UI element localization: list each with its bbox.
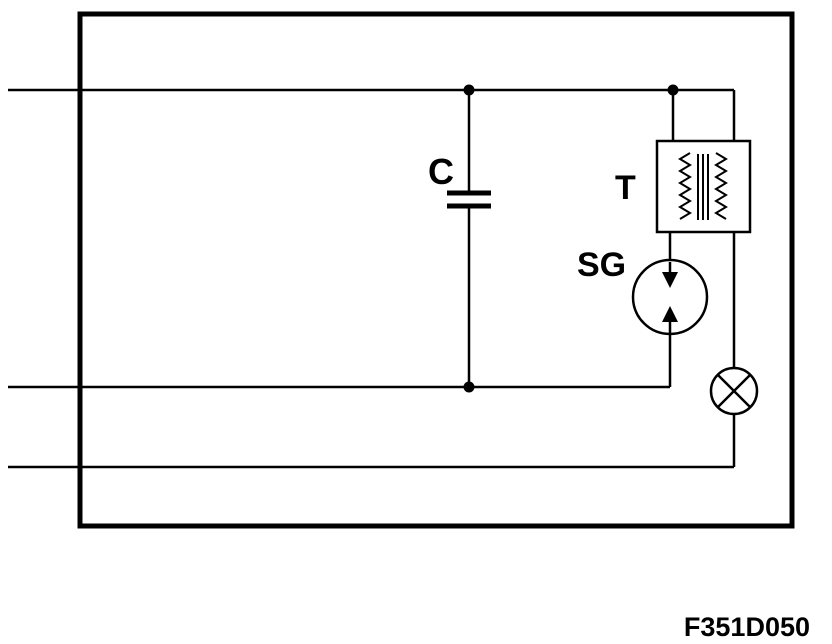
transformer: [655, 90, 752, 234]
lamp: [709, 366, 759, 416]
transformer-primary-winding: [678, 152, 692, 220]
spark-gap: [631, 232, 709, 387]
figure-code: F351D050: [684, 612, 810, 642]
capacitor: [447, 90, 491, 387]
capacitor-label: C: [428, 151, 454, 192]
spark-gap-arrow-up: [662, 306, 678, 322]
enclosure-frame: [77, 11, 795, 529]
spark-gap-arrow-down: [662, 272, 678, 288]
transformer-label: T: [615, 169, 636, 207]
transformer-secondary-winding: [714, 152, 728, 220]
spark-gap-label: SG: [577, 246, 626, 284]
